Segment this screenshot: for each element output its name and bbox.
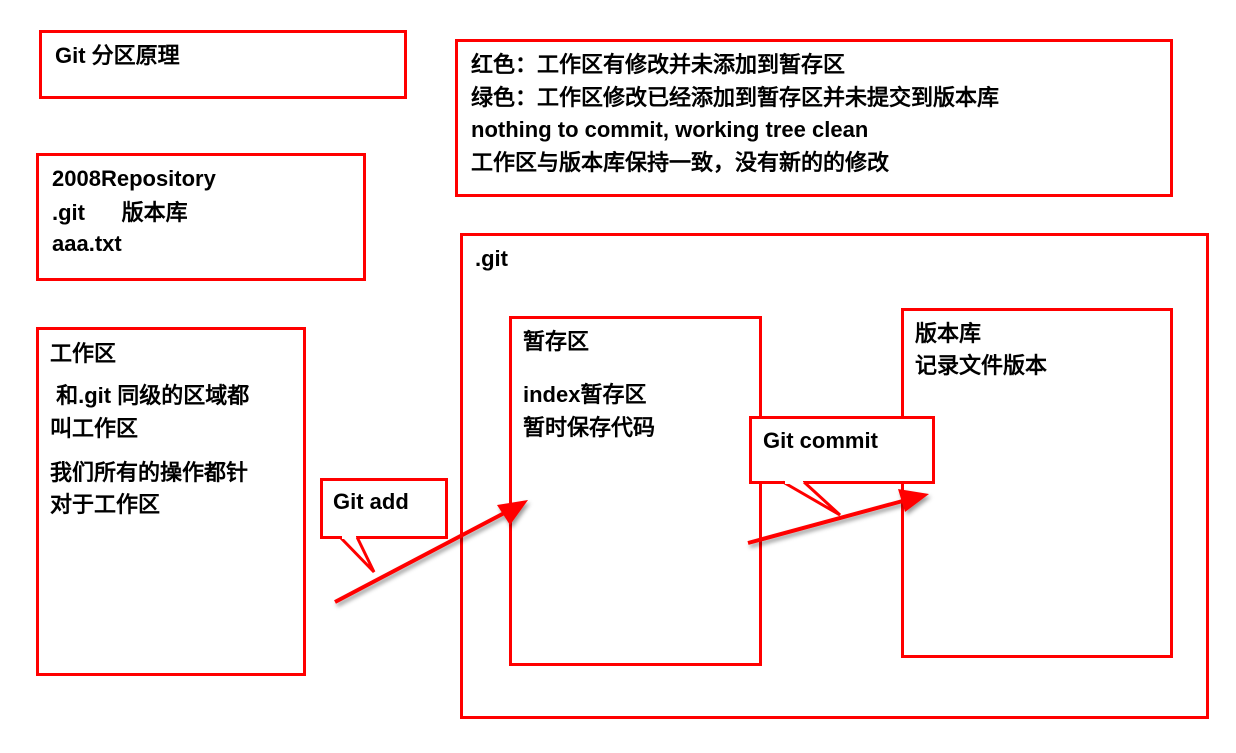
legend-box	[455, 39, 1173, 197]
repo-file: aaa.txt	[52, 231, 122, 256]
git-commit-arrow	[747, 489, 929, 545]
workspace-title: 工作区	[50, 341, 117, 366]
staging-desc-2: 暂时保存代码	[523, 415, 656, 440]
git-dir-title: .git	[475, 246, 508, 271]
git-commit-callout-tail	[782, 480, 842, 517]
git-commit-label: Git commit	[763, 428, 878, 453]
workspace-desc-3: 我们所有的操作都针	[50, 460, 249, 485]
git-dir-box	[460, 233, 1209, 719]
legend-green: 绿色：工作区修改已经添加到暂存区并未提交到版本库	[471, 85, 1000, 110]
workspace-desc-4: 对于工作区	[50, 492, 161, 517]
legend-clean: nothing to commit, working tree clean	[471, 117, 869, 142]
git-add-callout-tail	[338, 535, 376, 574]
legend-red: 红色：工作区有修改并未添加到暂存区	[471, 52, 846, 77]
staging-title: 暂存区	[523, 329, 590, 354]
git-add-arrow	[334, 500, 528, 604]
git-add-label: Git add	[333, 489, 409, 514]
git-commit-callout	[749, 416, 935, 484]
staging-desc-1: index暂存区	[523, 382, 647, 407]
legend-clean-desc: 工作区与版本库保持一致，没有新的的修改	[471, 150, 890, 175]
git-add-callout	[320, 478, 448, 539]
repo-git-dir: .git 版本库	[52, 200, 188, 225]
title-box	[39, 30, 407, 99]
workspace-desc-1: 和.git 同级的区域都	[50, 383, 250, 408]
repository-desc: 记录文件版本	[915, 353, 1048, 378]
repo-info-box	[36, 153, 366, 281]
repo-name: 2008Repository	[52, 166, 216, 191]
workspace-desc-2: 叫工作区	[50, 416, 139, 441]
diagram-title: Git 分区原理	[55, 43, 180, 68]
workspace-box	[36, 327, 306, 676]
repository-title: 版本库	[915, 321, 982, 346]
staging-box	[509, 316, 762, 666]
